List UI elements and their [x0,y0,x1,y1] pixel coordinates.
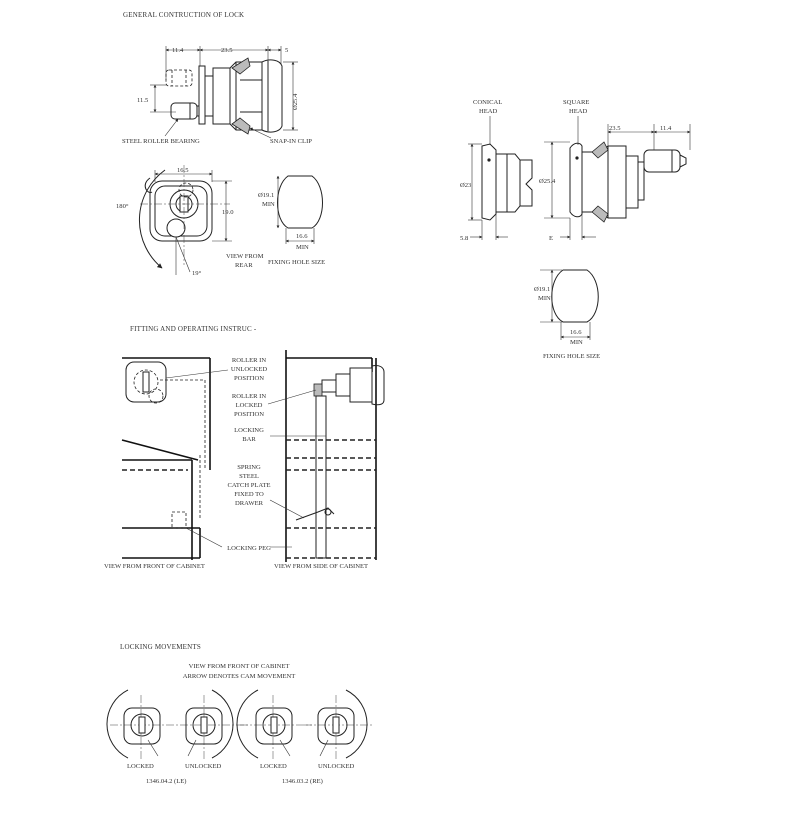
hole-right-dia-min: MIN [538,295,551,302]
roller-unlocked-1: ROLLER IN [232,357,266,364]
conical-label-2: HEAD [479,108,498,115]
lock-rear-view: 180° 16.5 19.0 19° VIEW FROM REAR [116,165,264,277]
hole-dia-min: MIN [262,201,275,208]
fitting-instructions-title: FITTING AND OPERATING INSTRUC - [130,325,257,333]
dim-dia-25-4: Ø25.4 [292,93,299,110]
locking-peg-label: LOCKING PEG [227,545,271,552]
catch-plate-1: SPRING [237,464,261,471]
dim-right-23-5: 23.5 [609,125,621,132]
dim-dia-25-4-right: Ø25.4 [539,178,556,185]
square-head-view: SQUARE HEAD 23.5 11.4 Ø25.4 E [539,99,691,242]
hole-right-width: 16.6 [570,329,582,336]
hole-width-min: MIN [296,244,309,251]
dim-11-5: 11.5 [137,97,149,104]
steel-roller-bearing-label: STEEL ROLLER BEARING [122,138,200,145]
snap-in-clip-label: SNAP-IN CLIP [270,138,312,145]
dim-right-11-4: 11.4 [660,125,672,132]
catch-plate-3: CATCH PLATE [227,482,270,489]
fixing-hole-caption-right: FIXING HOLE SIZE [543,353,600,360]
general-construction-title: GENERAL CONTRUCTION OF LOCK [123,11,244,19]
catch-plate-5: DRAWER [235,500,264,507]
dim-19-0: 19.0 [222,209,234,216]
cabinet-front-view [121,357,229,560]
fixing-hole-caption-left: FIXING HOLE SIZE [268,259,325,266]
locking-bar-2: BAR [242,436,256,443]
catch-plate-2: STEEL [239,473,259,480]
square-label-1: SQUARE [563,99,589,106]
angle-180: 180° [116,203,129,210]
fixing-hole-right: Ø19.1 MIN 16.6 MIN FIXING HOLE SIZE [534,269,600,360]
roller-locked-1: ROLLER IN [232,393,266,400]
dim-16-5: 16.5 [177,167,189,174]
side-view-caption: VIEW FROM SIDE OF CABINET [274,563,368,570]
movements-subtitle-1: VIEW FROM FRONT OF CABINET [189,663,290,670]
angle-19: 19° [192,270,202,277]
hole-dia-label: Ø19.1 [258,192,274,199]
rear-view-caption-line1: VIEW FROM [226,253,264,260]
cabinet-side-view [267,350,385,562]
conical-label-1: CONICAL [473,99,502,106]
hole-right-dia: Ø19.1 [534,286,550,293]
fixing-hole-left: Ø19.1 MIN 16.6 MIN FIXING HOLE SIZE [258,175,325,266]
state-locked-2: LOCKED [260,763,287,770]
lock-side-view: 11.4 23.5 5 11.5 Ø25.4 [122,46,312,145]
dim-11-4: 11.4 [172,47,184,54]
movement-diagram-3 [236,689,312,760]
part-number-le: 1346.04.2 (LE) [146,778,186,785]
movements-subtitle-2: ARROW DENOTES CAM MOVEMENT [183,673,296,680]
state-unlocked-1: UNLOCKED [185,763,222,770]
movement-diagram-1 [106,689,180,760]
state-unlocked-2: UNLOCKED [318,763,355,770]
state-locked-1: LOCKED [127,763,154,770]
roller-unlocked-3: POSITION [234,375,264,382]
dim-dia-23: Ø23 [460,182,472,189]
dim-5-8: 5.8 [460,235,469,242]
movement-diagram-2 [180,689,250,760]
square-label-2: HEAD [569,108,588,115]
roller-locked-3: POSITION [234,411,264,418]
movement-diagram-4 [304,689,374,760]
dim-5: 5 [285,47,289,54]
catch-plate-4: FIXED TO [234,491,264,498]
front-view-caption: VIEW FROM FRONT OF CABINET [104,563,205,570]
hole-right-width-min: MIN [570,339,583,346]
part-number-re: 1346.03.2 (RE) [282,778,323,785]
locking-bar-1: LOCKING [234,427,264,434]
conical-head-view: CONICAL HEAD Ø23 5.8 [460,99,533,242]
locking-movements-title: LOCKING MOVEMENTS [120,643,201,651]
roller-locked-2: LOCKED [236,402,263,409]
roller-unlocked-2: UNLOCKED [231,366,268,373]
dim-e: E [549,235,553,242]
rear-view-caption-line2: REAR [235,262,253,269]
hole-width-label: 16.6 [296,233,308,240]
dim-23-5: 23.5 [221,47,233,54]
